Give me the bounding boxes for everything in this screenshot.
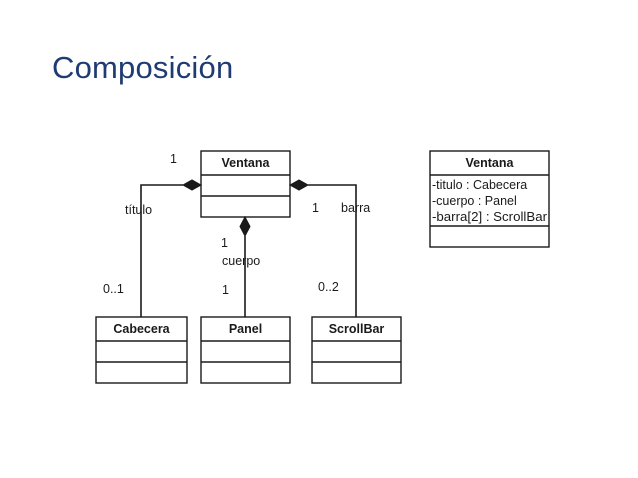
slide-title: Composición (52, 50, 234, 85)
attribute-barra: -barra[2] : ScrollBar (432, 210, 547, 224)
role-cuerpo: cuerpo (222, 254, 260, 268)
class-scrollbar: ScrollBar (311, 316, 402, 384)
class-ventana-name: Ventana (222, 156, 271, 170)
composition-diamond-barra (288, 179, 310, 191)
composition-diamond-cuerpo (239, 215, 251, 238)
class-cabecera-name: Cabecera (113, 322, 170, 336)
role-barra: barra (341, 201, 370, 215)
class-panel-name: Panel (229, 322, 262, 336)
association-titulo-line (140, 184, 183, 317)
attribute-cuerpo: -cuerpo : Panel (432, 194, 517, 208)
multiplicity-barra-whole: 1 (312, 201, 319, 215)
multiplicity-titulo-whole: 1 (170, 152, 177, 166)
class-ventana-detail-name: Ventana (466, 156, 515, 170)
association-barra: 1 barra 0..2 (288, 179, 370, 317)
class-ventana: Ventana (200, 150, 291, 218)
multiplicity-cuerpo-part: 1 (222, 283, 229, 297)
multiplicity-cuerpo-whole: 1 (221, 236, 228, 250)
role-titulo: título (125, 203, 152, 217)
attribute-titulo: -titulo : Cabecera (432, 178, 527, 192)
association-cuerpo: 1 cuerpo 1 (221, 215, 260, 317)
association-titulo: 1 título 0..1 (103, 152, 203, 317)
multiplicity-barra-part: 0..2 (318, 280, 339, 294)
class-panel: Panel (200, 316, 291, 384)
association-barra-line (308, 184, 357, 317)
multiplicity-titulo-part: 0..1 (103, 282, 124, 296)
composition-diamond-titulo (181, 179, 203, 191)
class-scrollbar-name: ScrollBar (329, 322, 385, 336)
class-cabecera: Cabecera (95, 316, 188, 384)
class-ventana-detail: Ventana -titulo : Cabecera -cuerpo : Pan… (429, 150, 550, 248)
